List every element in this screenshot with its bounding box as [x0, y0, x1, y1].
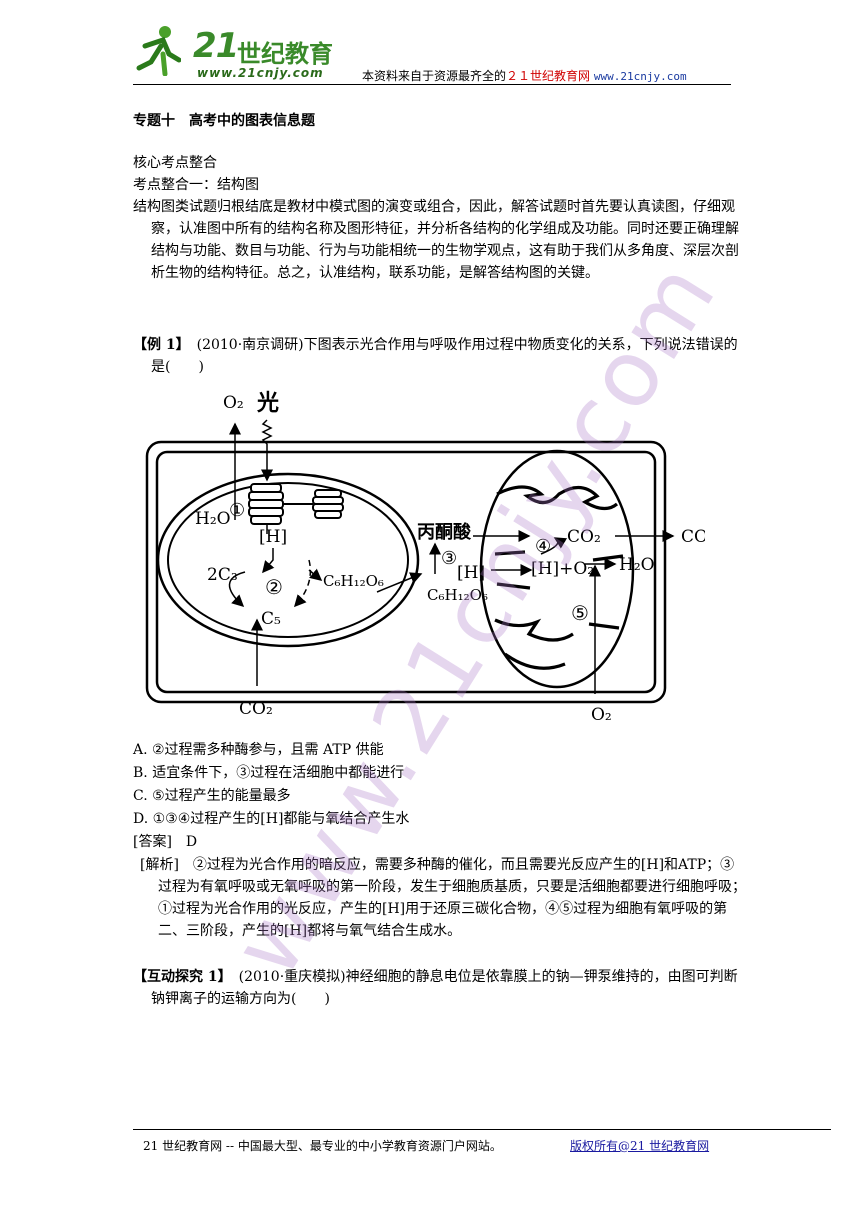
answer: [答案] D	[133, 834, 198, 850]
option-a: A. ②过程需多种酶参与，且需 ATP 供能	[133, 742, 384, 758]
explore-1-label: 【互动探究 1】	[133, 969, 225, 985]
intro-paragraph: 结构图类试题归根结底是教材中模式图的演变或组合，因此，解答试题时首先要认真读图，…	[133, 199, 739, 281]
label-co2-mito: CO₂	[567, 527, 601, 547]
runner-logo-icon	[136, 26, 181, 76]
analysis: [解析] ②过程为光合作用的暗反应，需要多种酶的催化，而且需要光反应产生的[H]…	[140, 857, 746, 939]
label-o2-bottom: O₂	[591, 705, 612, 724]
chloroplast-inner	[167, 482, 409, 638]
label-h2o-mito: H₂O	[619, 555, 655, 575]
label-step2: ②	[265, 575, 283, 599]
label-co2-bottom: CO₂	[239, 699, 273, 719]
label-c5: C₅	[261, 609, 281, 629]
header-note: 本资料来自于资源最齐全的２１世纪教育网 www.21cnjy.com	[362, 67, 687, 84]
label-h-o2: [H]+O₂	[531, 559, 594, 579]
label-glucose-chloro: C₆H₁₂O₆	[323, 572, 384, 590]
photosynthesis-respiration-diagram: O₂ 光 H₂O ① [H] 2C₃ ② C₆H₁₂O₆ C₅ CO₂ 丙酮酸 …	[145, 390, 705, 724]
topic-title: 专题十 高考中的图表信息题	[133, 113, 315, 129]
grana-stack	[248, 483, 344, 525]
mitochondrion-outer	[479, 449, 635, 689]
chloroplast-outer	[156, 472, 420, 648]
label-glucose-cyto: C₆H₁₂O₆	[427, 586, 488, 604]
option-b: B. 适宜条件下，③过程在活细胞中都能进行	[133, 765, 405, 781]
footer-rule	[133, 1129, 831, 1130]
section-heading: 核心考点整合	[133, 155, 217, 171]
label-h2o: H₂O	[195, 509, 231, 529]
label-step1: ①	[229, 500, 245, 521]
example-1: 【例 1】 (2010·南京调研)下图表示光合作用与呼吸作用过程中物质变化的关系…	[133, 334, 749, 378]
example-1-text: (2010·南京调研)下图表示光合作用与呼吸作用过程中物质变化的关系，下列说法错…	[151, 337, 738, 375]
cell-wall-outer	[145, 440, 667, 704]
label-step5: ⑤	[571, 601, 589, 625]
header-rule	[133, 84, 731, 85]
logo-url: www.21cnjy.com	[197, 66, 324, 80]
label-co2-out: CO₂	[681, 527, 705, 547]
site-logo: 21 世纪教育 www.21cnjy.com	[135, 22, 335, 84]
label-h-left: [H]	[259, 527, 287, 547]
label-o2-top: O₂	[223, 393, 244, 413]
logo-number: 21	[193, 26, 239, 66]
label-step3: ③	[441, 548, 457, 569]
explore-1-text: (2010·重庆模拟)神经细胞的静息电位是依靠膜上的钠—钾泵维持的，由图可判断钠…	[151, 969, 738, 1007]
label-pyruvate: 丙酮酸	[417, 521, 472, 543]
option-d: D. ①③④过程产生的[H]都能与氧结合产生水	[133, 811, 410, 827]
footer-right: 版权所有@21 世纪教育网	[570, 1137, 709, 1154]
explore-1: 【互动探究 1】 (2010·重庆模拟)神经细胞的静息电位是依靠膜上的钠—钾泵维…	[133, 966, 749, 1010]
example-1-label: 【例 1】	[133, 337, 183, 353]
header-note-url[interactable]: www.21cnjy.com	[593, 70, 687, 83]
mitochondrion-cristae	[494, 485, 624, 670]
option-c: C. ⑤过程产生的能量最多	[133, 788, 291, 804]
footer-copyright-link[interactable]: 版权所有@21 世纪教育网	[570, 1139, 710, 1153]
label-light: 光	[256, 390, 279, 416]
label-step4: ④	[535, 536, 551, 557]
label-h-mid: [H]	[457, 563, 485, 583]
header-note-prefix: 本资料来自于资源最齐全的	[362, 69, 507, 83]
header-note-site[interactable]: ２１世纪教育网	[506, 69, 591, 83]
subsection-heading: 考点整合一：结构图	[133, 177, 259, 193]
label-c3: 2C₃	[207, 565, 238, 585]
footer-left: 21 世纪教育网 -- 中国最大型、最专业的中小学教育资源门户网站。	[143, 1139, 502, 1153]
cell-wall-inner	[155, 450, 657, 694]
logo-text: 世纪教育	[237, 40, 333, 68]
